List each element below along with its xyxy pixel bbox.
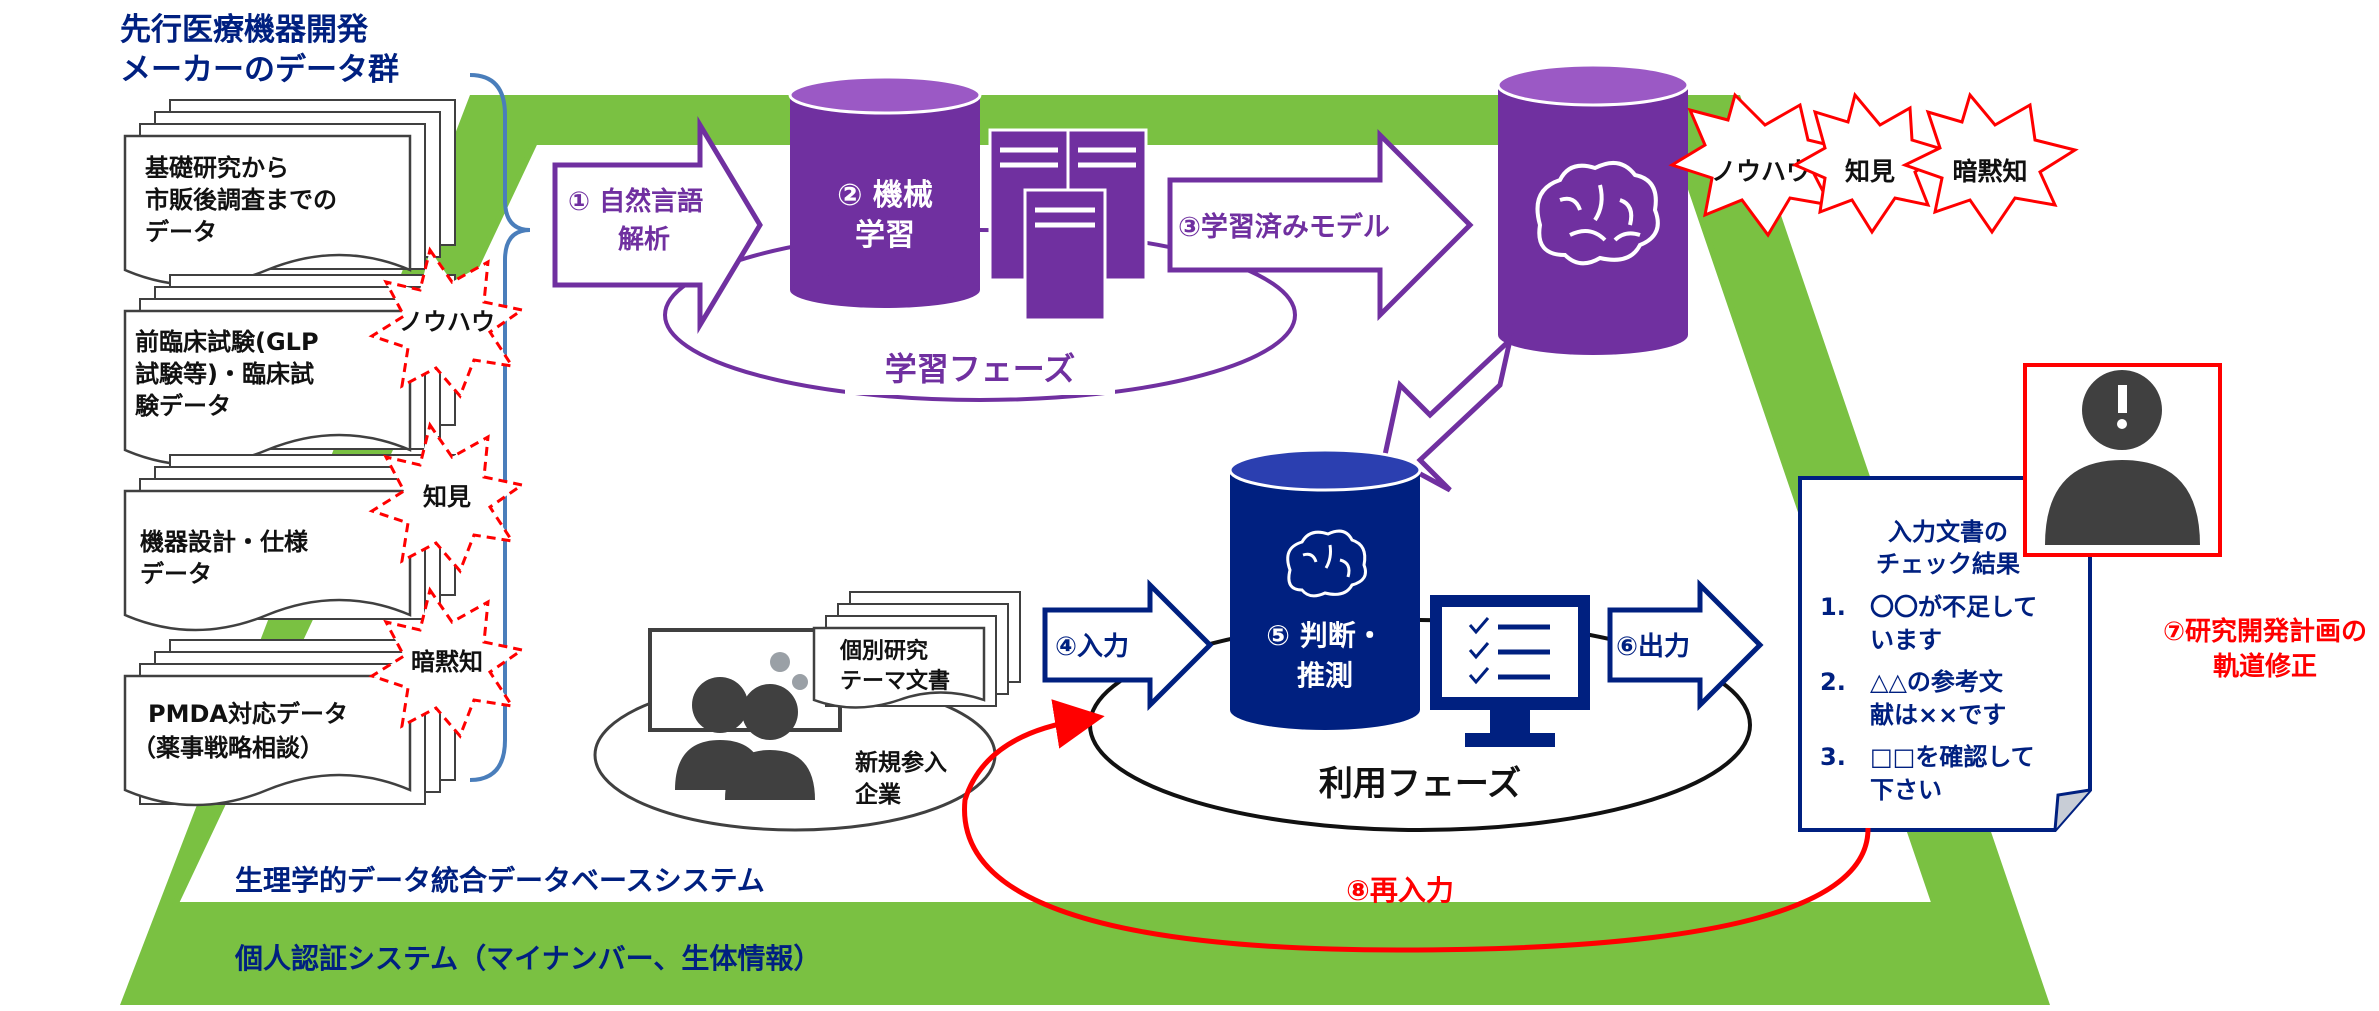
starburst-knowhow-left — [368, 246, 526, 399]
doc-basic-research-line2: 市販後調査までの — [145, 186, 337, 214]
result-title-line1: 入力文書の — [1888, 518, 2008, 546]
doc-basic-research-line1: 基礎研究から — [145, 154, 289, 182]
trained-model-cylinder — [1496, 63, 1690, 355]
starburst-insight-left-label: 知見 — [423, 483, 471, 511]
brain-icon — [1535, 160, 1660, 266]
result-item2-num: 2. — [1820, 668, 1846, 696]
starburst-tacit-left-label: 暗黙知 — [411, 648, 483, 676]
monitor-checklist-icon — [1430, 595, 1590, 747]
learning-phase-label: 学習フェーズ — [885, 350, 1075, 388]
step8-label: ⑧再入力 — [1346, 874, 1454, 907]
step7-label-line1: ⑦研究開発計画の — [2163, 616, 2367, 647]
starburst-tacit-right-label: 暗黙知 — [1952, 157, 2027, 186]
header-line1: 先行医療機器開発 — [120, 12, 369, 48]
research-doc-line2: テーマ文書 — [840, 668, 950, 694]
result-item1-line1: 〇〇が不足して — [1870, 593, 2037, 621]
starburst-insight-left — [368, 421, 526, 574]
new-company-line1: 新規参入 — [855, 749, 947, 776]
data-group-brace — [469, 73, 531, 782]
step5-label-line1: ⑤ 判断・ — [1266, 619, 1383, 652]
result-item3-line2: 下さい — [1870, 776, 1942, 804]
step5-label-line2: 推測 — [1297, 659, 1353, 692]
machine-learning-cylinder — [788, 75, 982, 308]
auth-system-label: 個人認証システム（マイナンバー、生体情報） — [234, 942, 821, 975]
step1-label-line1: ① 自然言語 — [568, 186, 703, 217]
step3-label: ③学習済みモデル — [1178, 211, 1390, 243]
doc-preclinical-line1: 前臨床試験(GLP — [135, 328, 319, 356]
step4-arrow — [1042, 578, 1214, 712]
step3-arrow — [1167, 128, 1474, 322]
step7-label-line2: 軌道修正 — [2213, 651, 2317, 682]
step6-arrow — [1607, 578, 1764, 712]
new-company-line2: 企業 — [854, 781, 902, 808]
result-item3-num: 3. — [1820, 743, 1846, 771]
reinput-loop-arrow — [962, 699, 1871, 953]
starburst-knowhow-left-label: ノウハウ — [399, 308, 495, 336]
header-line2: メーカーのデータ群 — [120, 52, 399, 88]
result-item1-num: 1. — [1820, 593, 1846, 621]
starburst-tacit-left — [368, 586, 526, 739]
research-doc-line1: 個別研究 — [839, 638, 928, 664]
doc-pmda-line1: PMDA対応データ — [148, 700, 348, 728]
brain-icon-small — [1286, 529, 1367, 598]
doc-device-design-line1: 機器設計・仕様 — [140, 528, 309, 556]
result-item2-line1: △△の参考文 — [1870, 668, 2004, 696]
doc-pmda-line2: （薬事戦略相談） — [132, 734, 324, 762]
result-title-line2: チェック結果 — [1876, 550, 2020, 578]
starburst-tacit-right — [1901, 91, 2079, 235]
result-item1-line2: います — [1870, 626, 1942, 654]
server-icon — [988, 128, 1148, 322]
doc-stack-basic-research — [123, 99, 456, 287]
starburst-knowhow-right — [1668, 92, 1855, 238]
step2-label-line1: ② 機械 — [837, 178, 933, 213]
person-alert-icon — [2023, 363, 2222, 557]
starburst-insight-right — [1791, 91, 1949, 235]
judgment-cylinder — [1228, 448, 1422, 730]
step1-label-line2: 解析 — [618, 225, 670, 255]
doc-basic-research-line3: データ — [145, 218, 217, 246]
people-icon — [675, 677, 815, 800]
model-to-usage-arrow — [1382, 332, 1515, 493]
doc-stack-pmda — [123, 639, 456, 807]
step4-label: ④入力 — [1055, 632, 1129, 662]
doc-preclinical-line2: 試験等)・臨床試 — [135, 360, 314, 388]
research-doc-stack — [812, 591, 1021, 709]
step2-label-line2: 学習 — [855, 218, 915, 253]
step6-label: ⑥出力 — [1616, 632, 1690, 662]
result-item3-line1: □□を確認して — [1870, 743, 2035, 771]
database-system-label: 生理学的データ統合データベースシステム — [235, 864, 765, 897]
starburst-insight-right-label: 知見 — [1845, 157, 1895, 186]
starburst-knowhow-right-label: ノウハウ — [1711, 157, 1811, 186]
doc-preclinical-line3: 験データ — [135, 392, 231, 420]
result-item2-line2: 献は××です — [1870, 701, 2006, 729]
usage-phase-label: 利用フェーズ — [1319, 764, 1521, 804]
step1-arrow — [552, 115, 763, 335]
doc-device-design-line2: データ — [140, 560, 212, 588]
